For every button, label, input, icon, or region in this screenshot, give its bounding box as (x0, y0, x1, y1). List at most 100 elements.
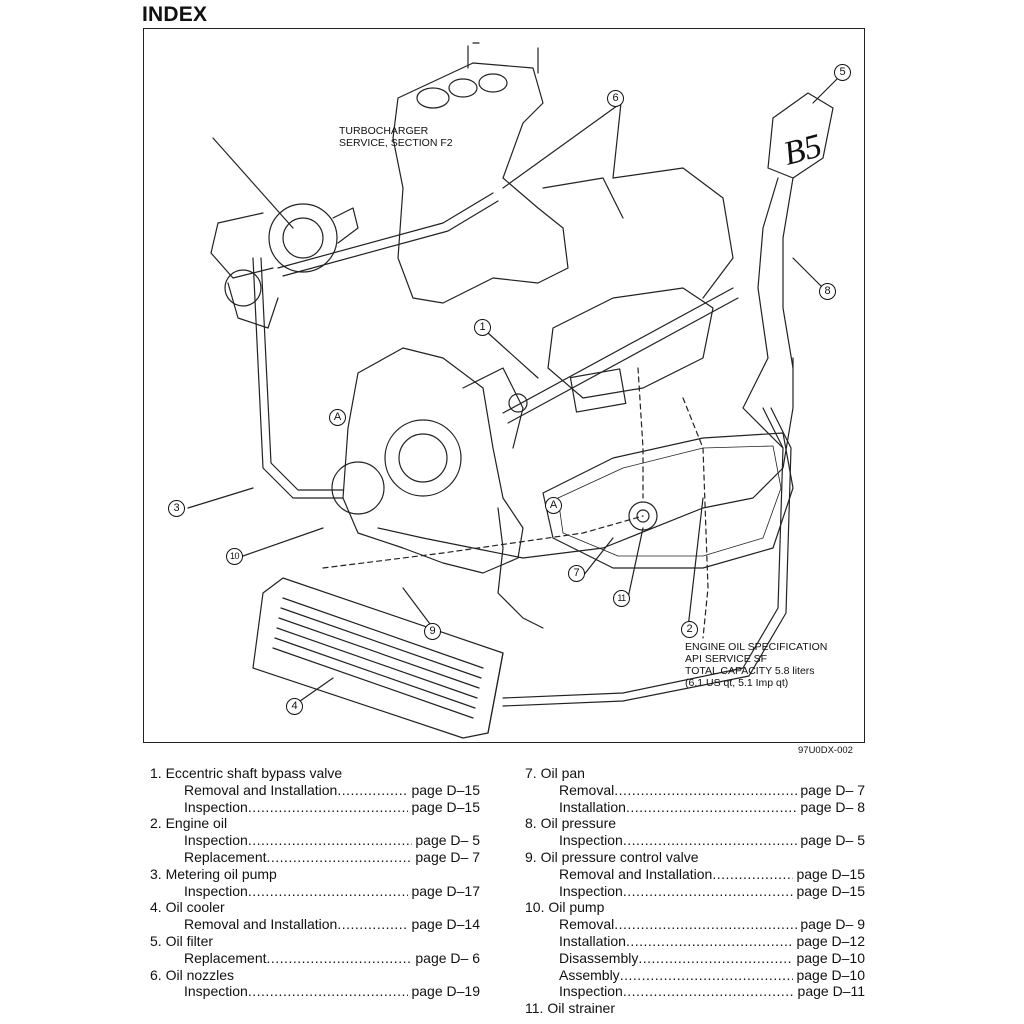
callout-1: 1 (474, 319, 491, 336)
procedure-label: Installation (559, 932, 626, 949)
index-entry-row: Inspection page D–19 (150, 983, 480, 1000)
procedure-label: Removal and Installation (184, 781, 338, 798)
dot-leader (337, 782, 408, 799)
index-entry-heading: 1. Eccentric shaft bypass valve (150, 765, 343, 781)
index-entry-row: Inspection page D–15 (525, 883, 865, 900)
page-reference: page D–19 (411, 983, 480, 1000)
procedure-label: Inspection (559, 832, 623, 849)
callout-4: 4 (286, 698, 303, 715)
index-entry-row: Replacement page D– 7 (150, 849, 480, 866)
procedure-label: Installation (559, 798, 626, 815)
index-entry-row: Inspection page D–17 (150, 883, 480, 900)
callout-11: 11 (613, 590, 630, 607)
page-reference: page D– 5 (800, 832, 865, 849)
dot-leader (712, 866, 793, 883)
engine-lubrication-diagram: B5 TURBOCHARGER SERVICE, SECTION F2 5 6 … (143, 28, 865, 743)
index-entry-row: Removal and Installationpage D–15 (150, 782, 480, 799)
index-entry-row: Removal page D– 9 (525, 916, 865, 933)
index-entry-row: Replacement page D– 6 (150, 950, 480, 967)
dot-leader (614, 782, 797, 799)
procedure-label: Replacement (184, 848, 267, 865)
oil-filter (742, 92, 834, 449)
procedure-label: Inspection (559, 983, 623, 1000)
index-entry-heading: 11. Oil strainer (525, 1000, 615, 1017)
page-reference: page D–11 (797, 983, 865, 1000)
procedure-label: Inspection (184, 882, 248, 899)
page-reference: page D– 5 (415, 832, 480, 849)
procedure-label: Replacement (184, 949, 267, 966)
index-entry-heading: 2. Engine oil (150, 815, 228, 832)
page-reference: page D–15 (411, 798, 480, 815)
callout-a-bottom: A (545, 497, 562, 514)
dot-leader (248, 883, 409, 900)
note-line: ENGINE OIL SPECIFICATION (685, 641, 828, 653)
page-reference: page D–17 (411, 882, 480, 899)
index-entry-row: Removal page D– 7 (525, 782, 865, 799)
oil-pan (542, 432, 794, 569)
procedure-label: Removal (559, 916, 615, 933)
turbocharger (210, 203, 359, 329)
figure-id: 97U0DX-002 (798, 745, 853, 756)
dot-leader (267, 849, 413, 866)
index-entry-heading: 8. Oil pressure (525, 815, 617, 832)
dot-leader (623, 832, 798, 849)
index-entry-row: Installation page D– 8 (525, 799, 865, 816)
procedure-label: Removal (559, 781, 615, 798)
callout-7: 7 (568, 565, 585, 582)
page-reference: page D–15 (796, 882, 865, 899)
dot-leader (623, 983, 795, 1000)
dot-leader (626, 933, 794, 950)
dot-leader (614, 916, 797, 933)
page-reference: page D– 8 (800, 798, 865, 815)
page-reference: page D– 9 (800, 916, 865, 933)
callout-3: 3 (168, 500, 185, 517)
note-line: (6.1 US qt, 5.1 Imp qt) (685, 677, 789, 689)
procedure-label: Inspection (184, 983, 248, 1000)
index-entry-row: Assembly page D–10 (525, 967, 865, 984)
index-entry-row: Removal and Installationpage D–14 (150, 916, 480, 933)
dot-leader (248, 983, 409, 1000)
dot-leader (248, 832, 413, 849)
page-reference: page D– 7 (800, 781, 865, 798)
index-entry-row: Inspectionpage D–15 (150, 799, 480, 816)
index-column-right: 7. Oil panRemovalpage D– 7Installationpa… (525, 765, 865, 1017)
page-reference: page D–15 (796, 865, 865, 882)
callout-8: 8 (819, 283, 836, 300)
figure-frame (143, 28, 865, 743)
engine-front-cover (331, 347, 524, 574)
engine-oil-note: ENGINE OIL SPECIFICATION API SERVICE SF … (685, 641, 827, 689)
dot-leader (620, 967, 794, 984)
dot-leader (248, 799, 409, 816)
page-reference: page D–12 (796, 932, 865, 949)
dot-leader (626, 799, 797, 816)
note-line: TURBOCHARGER (339, 125, 429, 137)
dot-leader (638, 950, 793, 967)
note-line: SERVICE, SECTION F2 (339, 137, 453, 149)
engine-illustration: B5 (187, 42, 839, 739)
dot-leader (623, 883, 794, 900)
page-reference: page D–10 (796, 966, 865, 983)
index-entry-row: Removal and Installationpage D–15 (525, 866, 865, 883)
callout-10: 10 (226, 548, 243, 565)
index-entry-row: Inspection page D–11 (525, 983, 865, 1000)
note-line: TOTAL CAPACITY 5.8 liters (685, 665, 815, 677)
procedure-label: Inspection (559, 882, 623, 899)
page-reference: page D– 7 (415, 848, 480, 865)
index-entry-row: Disassemblypage D–10 (525, 950, 865, 967)
index-entry-heading: 9. Oil pressure control valve (525, 848, 699, 865)
dot-leader (267, 950, 413, 967)
page-reference: page D–14 (411, 916, 480, 933)
callout-5: 5 (834, 64, 851, 81)
callout-9: 9 (424, 623, 441, 640)
procedure-label: Inspection (184, 832, 248, 849)
page-reference: page D–10 (796, 949, 865, 966)
index-entry-heading: 4. Oil cooler (150, 899, 225, 916)
eccentric-shaft-housing (502, 167, 739, 424)
page-reference: page D– 6 (415, 949, 480, 966)
index-entry-heading: 6. Oil nozzles (150, 966, 235, 983)
index-entry-heading: 3. Metering oil pump (150, 865, 277, 882)
index-entry-heading: 10. Oil pump (525, 899, 605, 916)
index-entry-row: Inspection page D– 5 (150, 832, 480, 849)
procedure-label: Assembly (559, 966, 620, 983)
